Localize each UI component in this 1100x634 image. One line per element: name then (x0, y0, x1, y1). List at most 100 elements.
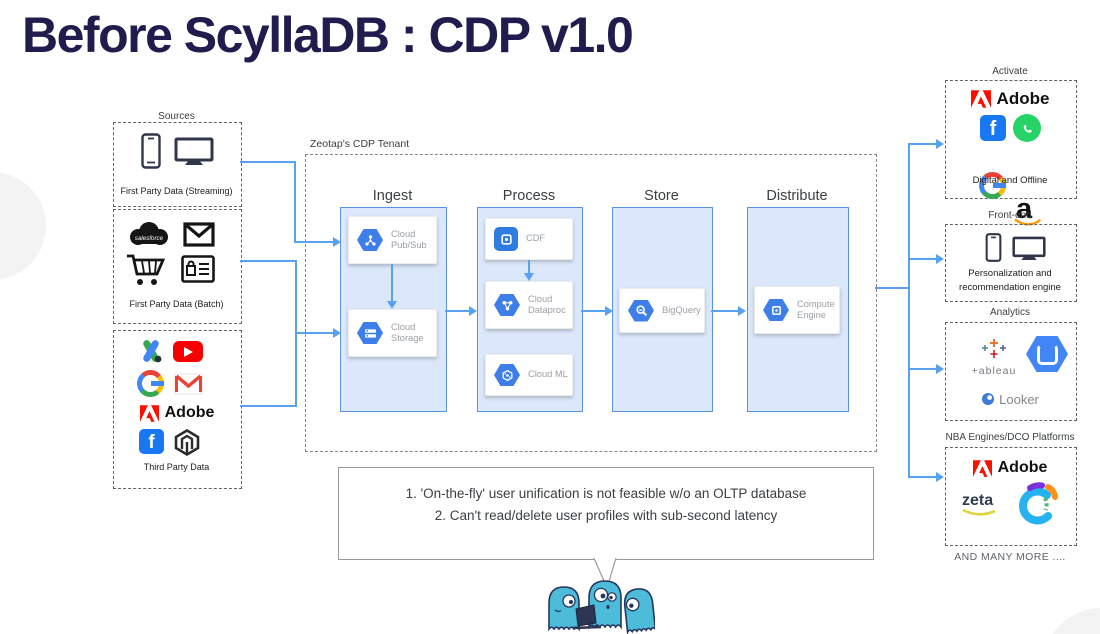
flow-line (908, 476, 936, 478)
arrowhead (333, 237, 341, 247)
arrowhead (936, 139, 944, 149)
cloud-dataproc-icon (494, 294, 520, 316)
sources-label: Sources (158, 111, 195, 122)
bigquery-icon (628, 299, 654, 322)
stage-label-distribute: Distribute (766, 188, 828, 204)
callout-line-2: 2. Can't read/delete user profiles with … (434, 507, 778, 523)
arrowhead (738, 306, 746, 316)
source-box-batch (113, 209, 242, 324)
cloud-pubsub-icon (357, 229, 383, 251)
adobe-brand: Adobe (950, 88, 1070, 110)
adobe-brand: Adobe (950, 457, 1070, 479)
analytics-label: Analytics (989, 307, 1030, 318)
cdf-icon (494, 227, 518, 251)
source-caption-batch: First Party Data (Batch) (129, 299, 224, 309)
page-title: Before ScyllaDB : CDP v1.0 (22, 7, 634, 63)
callout-bubble: 1. 'On-the-fly' user unification is not … (338, 467, 874, 560)
flow-line (445, 310, 470, 312)
flow-line (294, 161, 296, 243)
zeta-logo: zeta (962, 492, 996, 516)
source-box-streaming (113, 122, 242, 207)
flow-line (240, 405, 297, 407)
youtube-icon (173, 341, 203, 362)
callout-line-1: 1. 'On-the-fly' user unification is not … (405, 486, 807, 501)
facebook-icon: f (980, 115, 1006, 141)
flow-line (908, 258, 936, 260)
google-ads-icon (143, 340, 162, 363)
phone-icon (141, 133, 161, 169)
decor-circle-left (0, 172, 46, 280)
datalab-icon (1026, 336, 1068, 372)
flow-line (875, 287, 910, 289)
service-card-cdf: CDF (485, 218, 573, 260)
dco-platform-icon (1019, 482, 1058, 525)
facebook-icon: f (139, 429, 164, 454)
flow-line (391, 264, 393, 302)
analytics-box (945, 322, 1077, 421)
tableau-icon (982, 339, 1006, 358)
adobe-icon (972, 459, 992, 477)
flow-line (295, 332, 333, 334)
arrowhead (524, 273, 534, 281)
magento-icon (174, 429, 200, 456)
looker-icon (982, 393, 995, 405)
email-icon (183, 222, 215, 247)
gmail-icon (174, 373, 203, 395)
flow-line (711, 310, 739, 312)
id-card-icon (181, 255, 215, 283)
stage-label-store: Store (644, 188, 679, 204)
stage-label-ingest: Ingest (372, 188, 413, 204)
nba-box (945, 447, 1077, 546)
service-card-cloudml: Cloud ML (485, 354, 573, 396)
source-box-third-party (113, 330, 242, 489)
front-end-caption: Personalization and recommendation engin… (959, 268, 1061, 293)
front-end-box (945, 224, 1077, 302)
adobe-icon (970, 90, 991, 108)
adobe-brand: Adobe (128, 402, 226, 424)
nba-label: NBA Engines/DCO Platforms (945, 432, 1075, 443)
and-many-more-text: AND MANY MORE .... (954, 551, 1066, 563)
salesforce-icon: salesforce (130, 222, 168, 245)
google-icon (137, 370, 164, 397)
svg-text:salesforce: salesforce (135, 235, 164, 242)
flow-line (528, 260, 530, 274)
service-card-dataproc: Cloud Dataproc (485, 281, 573, 329)
front-end-label: Front-end (988, 210, 1032, 221)
service-card-compute: Compute Engine (754, 286, 840, 334)
cloud-ml-icon (494, 364, 520, 386)
source-caption-streaming: First Party Data (Streaming) (120, 186, 233, 196)
google-icon (979, 172, 1006, 199)
cloud-storage-icon (357, 322, 383, 344)
service-card-pubsub: Cloud Pub/Sub (348, 216, 437, 264)
flow-line (908, 144, 910, 478)
arrowhead (936, 472, 944, 482)
source-caption-third-party: Third Party Data (143, 462, 210, 472)
flow-line (240, 161, 296, 163)
adobe-icon (139, 404, 159, 422)
compute-engine-icon (763, 299, 789, 321)
tenant-box (305, 154, 877, 452)
flow-line (581, 310, 606, 312)
decor-circle-bottom-right (1042, 608, 1100, 634)
arrowhead (605, 306, 613, 316)
arrowhead (469, 306, 477, 316)
arrowhead (936, 254, 944, 264)
monitor-icon (1012, 236, 1046, 261)
flow-line (908, 368, 936, 370)
cart-icon (127, 254, 166, 285)
flow-line (908, 143, 936, 145)
activate-box (945, 80, 1077, 199)
phone-icon (985, 233, 1002, 262)
service-card-bigquery: BigQuery (619, 288, 705, 333)
arrowhead (387, 301, 397, 309)
activate-caption: Digital and Offline (972, 175, 1048, 186)
looker-logo: Looker (950, 390, 1070, 408)
flow-line (240, 260, 297, 262)
stage-label-process: Process (502, 188, 556, 204)
scylladb-mascots (548, 580, 655, 634)
whatsapp-icon (1013, 114, 1041, 142)
flow-line (294, 241, 333, 243)
activate-label: Activate (992, 66, 1028, 77)
tableau-logo: +ableau (966, 338, 1022, 377)
